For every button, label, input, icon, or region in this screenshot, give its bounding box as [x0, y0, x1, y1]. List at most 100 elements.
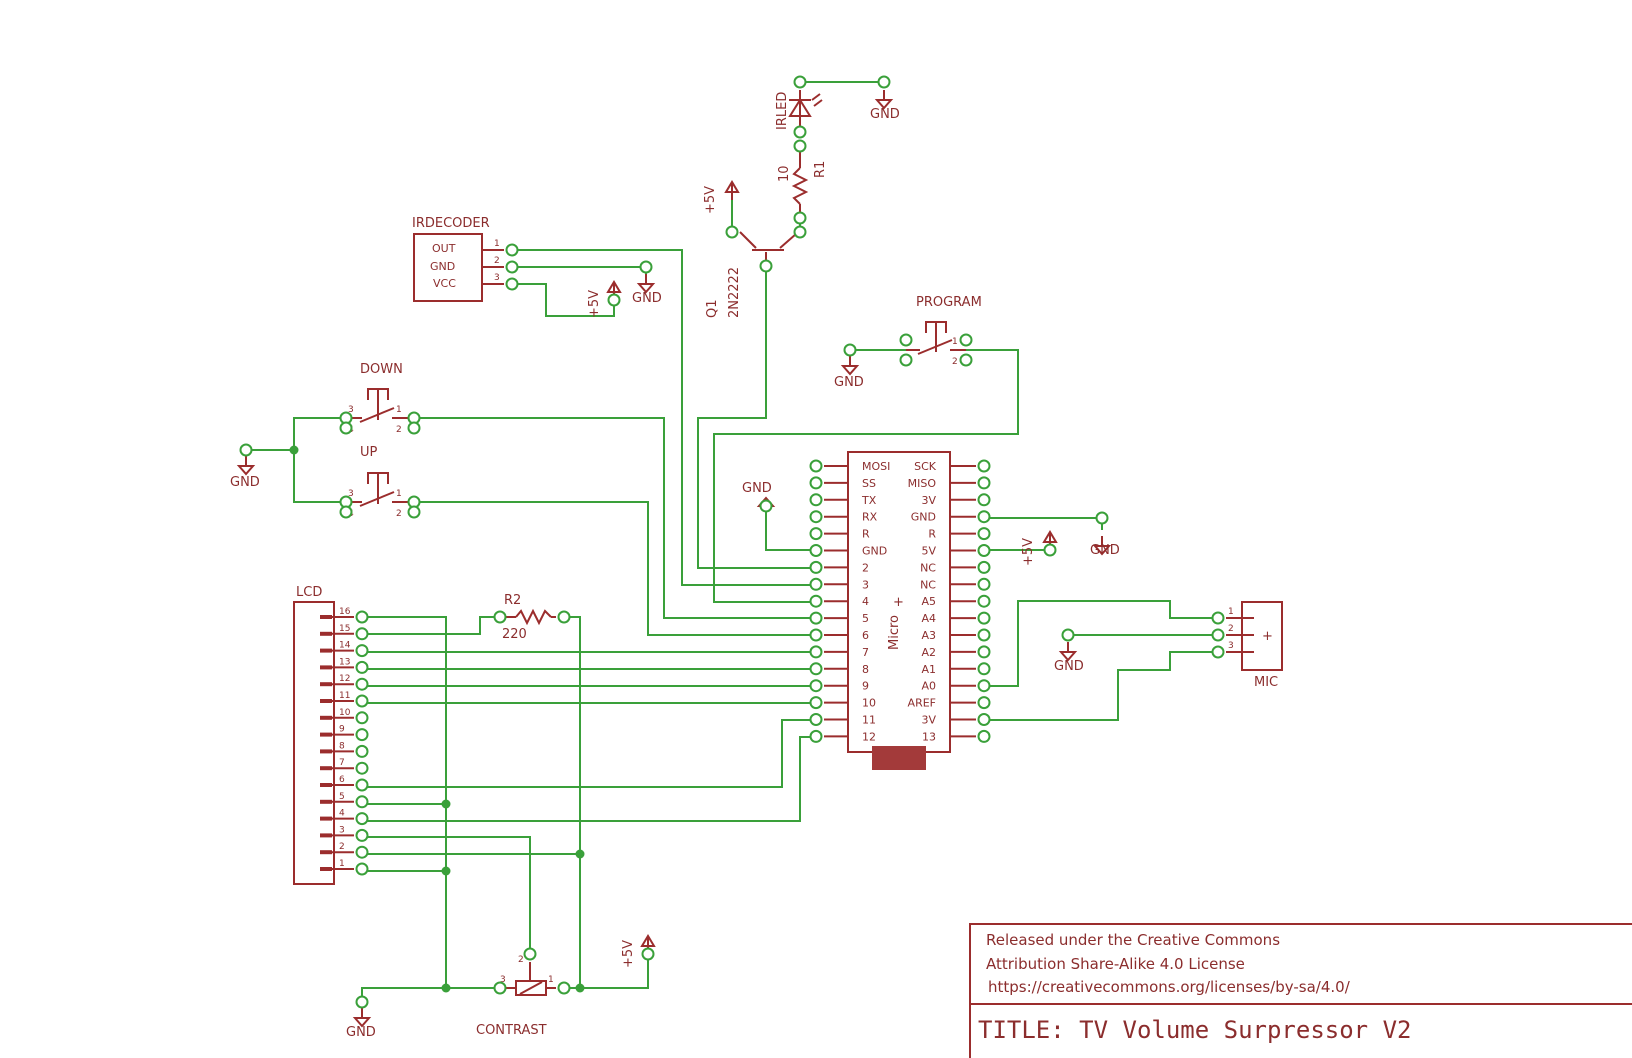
vcc-label: +5V [621, 940, 636, 968]
micro-right-pin-label: 5V [921, 545, 936, 558]
lcd-pin-mark [320, 783, 332, 787]
micro-left-pin-label: 6 [862, 629, 869, 642]
transistor-q1: Q1 2N2222 [705, 231, 797, 318]
connection-pad [1211, 628, 1225, 642]
ir-led-label: IRLED [775, 92, 790, 130]
micro-right-pin-label: A1 [921, 663, 936, 676]
connection-pad [977, 713, 991, 726]
up-button: UP 3 4 1 2 [346, 445, 414, 519]
gnd-icon [352, 1017, 372, 1028]
ir-pin-vcc: VCC [433, 277, 456, 290]
connection-pad [793, 225, 807, 239]
gnd-icon [874, 99, 894, 110]
connection-pad [493, 981, 507, 995]
connection-pad [977, 594, 991, 608]
gnd-label: GND [632, 291, 662, 306]
lcd-pin-number: 2 [339, 842, 345, 852]
ir-led: IRLED [775, 90, 823, 130]
down-button: DOWN 3 4 1 2 [346, 362, 414, 435]
connection-pad [339, 505, 353, 519]
lcd-pin-number: 8 [339, 741, 345, 751]
wire-ir-out-micro3 [512, 249, 816, 586]
vcc-arrow-icon [606, 280, 622, 293]
mic: MIC 1 2 3 + [1226, 601, 1283, 690]
micro-left-pin-label: 5 [862, 612, 869, 625]
resistor-r1: 10 R1 [777, 150, 828, 214]
q1-name: Q1 [705, 299, 720, 318]
micro-left-pin-label: 10 [862, 697, 876, 710]
lcd-body [293, 601, 335, 885]
connection-pad [977, 527, 991, 541]
mic-plus: + [1262, 629, 1273, 644]
gnd-label: GND [1090, 543, 1120, 558]
pin-num: 2 [952, 357, 958, 367]
connection-pad [355, 711, 369, 725]
connection-pad [809, 560, 823, 574]
gnd-icon [1092, 545, 1112, 556]
connection-pad [809, 476, 823, 490]
junction-dot [441, 866, 451, 876]
pin-num: 3 [348, 489, 354, 499]
connection-pad [977, 459, 991, 473]
down-label: DOWN [360, 362, 403, 377]
lcd-pin-number: 6 [339, 775, 345, 785]
program-label: PROGRAM [916, 295, 982, 310]
contrast-label: CONTRAST [476, 1023, 547, 1038]
pin-num: 2 [396, 509, 402, 519]
micro-label: Micro [887, 615, 902, 650]
junction-dot [289, 445, 299, 455]
lcd-pin-number: 14 [339, 641, 351, 651]
micro-left-pin-label: MOSI [862, 460, 890, 473]
connection-pad [339, 421, 353, 435]
micro-right-pin-label: A2 [921, 646, 936, 659]
lcd-pin-mark [320, 833, 332, 838]
lcd-pin-number: 7 [339, 758, 345, 768]
wire-mic1-a0 [984, 600, 1218, 687]
up-label: UP [360, 445, 378, 460]
connection-pad [809, 679, 823, 693]
micro-left-pin-label: GND [862, 545, 887, 558]
connection-pad [1211, 611, 1225, 625]
lcd-pin-number: 3 [339, 825, 345, 835]
ir-pin-gnd: GND [430, 260, 455, 273]
micro-right-pin-label: 13 [922, 730, 936, 743]
micro-left-pin-label: SS [862, 477, 876, 490]
wire-ir-gnd [512, 266, 647, 280]
vcc-label: +5V [587, 290, 602, 318]
connection-pad [355, 728, 369, 742]
r2-value: 220 [502, 627, 527, 642]
mic-pin-2: 2 [1228, 624, 1234, 634]
lcd-pin-mark [320, 682, 332, 687]
micro-right-pin-label: A5 [921, 595, 936, 608]
schematic-title: TITLE: TV Volume Surpressor V2 [978, 1016, 1411, 1044]
wire-program-micro4 [713, 349, 1019, 603]
lcd-pin-mark [320, 648, 332, 653]
mic-label: MIC [1254, 675, 1278, 690]
connection-pad [809, 459, 823, 473]
lcd-pin-number: 16 [339, 607, 351, 617]
connection-pad [809, 645, 823, 659]
vcc-arrow-icon [724, 180, 740, 193]
connection-pad [1061, 628, 1075, 642]
wire-contrast-5v [564, 954, 649, 989]
gnd-icon [636, 283, 656, 294]
micro-right-pin-label: NC [920, 561, 936, 574]
lcd-pin-number: 1 [339, 859, 345, 869]
pads [239, 75, 1225, 1009]
lcd-pin-mark [320, 850, 332, 855]
connection-pad [977, 544, 991, 557]
wire-up-micro6 [414, 501, 816, 636]
connection-pad [977, 645, 991, 659]
connection-pad [809, 713, 823, 726]
gnd-icon [840, 365, 860, 376]
micro-left-pin-label: 11 [862, 714, 876, 727]
connection-pad [355, 845, 369, 859]
pin-num: 1 [396, 489, 402, 499]
lcd-pin-number: 13 [339, 657, 350, 667]
gnd-label: GND [834, 375, 864, 390]
junction-dot [441, 799, 451, 809]
micro-plus: + [893, 595, 904, 610]
connection-pad [809, 544, 823, 557]
